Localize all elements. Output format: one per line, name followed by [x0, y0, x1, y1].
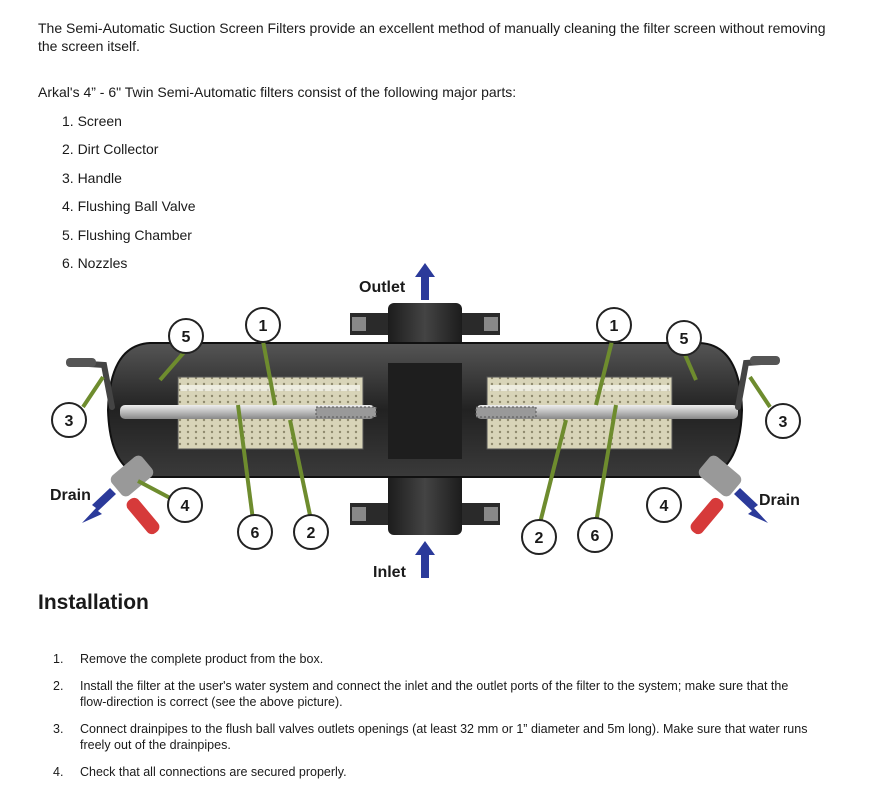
parts-list: 1. Screen 2. Dirt Collector 3. Handle 4.…: [62, 112, 196, 282]
svg-text:5: 5: [182, 329, 191, 346]
step-number: 1.: [53, 652, 64, 666]
parts-lead: Arkal's 4” - 6" Twin Semi-Automatic filt…: [38, 84, 517, 100]
svg-text:2: 2: [535, 530, 544, 547]
svg-text:3: 3: [65, 413, 74, 430]
ball-valve-left: [110, 455, 160, 535]
inlet-label: Inlet: [373, 564, 407, 581]
step-text: Install the filter at the user's water s…: [80, 679, 789, 709]
step-number: 3.: [53, 722, 64, 736]
list-item: 4. Flushing Ball Valve: [62, 198, 196, 215]
svg-text:1: 1: [259, 318, 268, 335]
svg-text:4: 4: [660, 498, 669, 515]
callout-4-left: 4: [167, 487, 203, 523]
svg-text:5: 5: [680, 331, 689, 348]
drain-label-right: Drain: [759, 492, 800, 509]
flow-arrows: [82, 263, 768, 578]
callout-lines: [81, 340, 772, 524]
drain-label-left: Drain: [50, 487, 91, 504]
installation-steps: 1. Remove the complete product from the …: [53, 651, 813, 791]
step-text: Check that all connections are secured p…: [80, 765, 347, 779]
handle-right: [735, 356, 780, 410]
list-item: 3. Handle: [62, 169, 122, 186]
callout-2-left: 2: [293, 514, 329, 550]
list-item: 1. Screen: [62, 113, 122, 129]
callout-6-left: 6: [237, 514, 273, 550]
list-item: 2. Dirt Collector: [62, 141, 159, 158]
svg-text:3: 3: [779, 414, 788, 431]
callout-4-right: 4: [646, 487, 682, 523]
step-number: 4.: [53, 765, 64, 779]
list-item: 5. Flushing Chamber: [62, 226, 192, 243]
callout-1-left: 1: [245, 307, 281, 343]
svg-text:4: 4: [181, 498, 190, 515]
callout-5-left: 5: [168, 318, 204, 354]
intro-paragraph: The Semi-Automatic Suction Screen Filter…: [38, 20, 826, 54]
callout-2-right: 2: [521, 519, 557, 555]
outlet-label: Outlet: [359, 279, 406, 296]
callout-3-left: 3: [51, 402, 87, 438]
filter-diagram: 5 1 3 4 6 2 1 5 3 4 2 6 Ou: [50, 263, 801, 581]
list-item: 4. Check that all connections are secure…: [53, 764, 813, 780]
svg-text:2: 2: [307, 525, 316, 542]
list-item: 2. Install the filter at the user's wate…: [53, 678, 813, 710]
filter-body: [106, 342, 744, 478]
callout-1-right: 1: [596, 307, 632, 343]
callout-3-right: 3: [765, 403, 801, 439]
step-text: Connect drainpipes to the flush ball val…: [80, 722, 808, 752]
installation-heading: Installation: [38, 591, 149, 614]
svg-text:6: 6: [251, 525, 260, 542]
list-item: 6. Nozzles: [62, 254, 128, 271]
svg-text:6: 6: [591, 528, 600, 545]
ball-valve-right: [690, 455, 742, 535]
list-item: 1. Remove the complete product from the …: [53, 651, 813, 667]
callout-6-right: 6: [577, 517, 613, 553]
callout-5-right: 5: [666, 320, 702, 356]
list-item: 3. Connect drainpipes to the flush ball …: [53, 721, 813, 753]
step-text: Remove the complete product from the box…: [80, 652, 324, 666]
svg-text:1: 1: [610, 318, 619, 335]
step-number: 2.: [53, 679, 64, 693]
handle-left: [66, 358, 115, 410]
